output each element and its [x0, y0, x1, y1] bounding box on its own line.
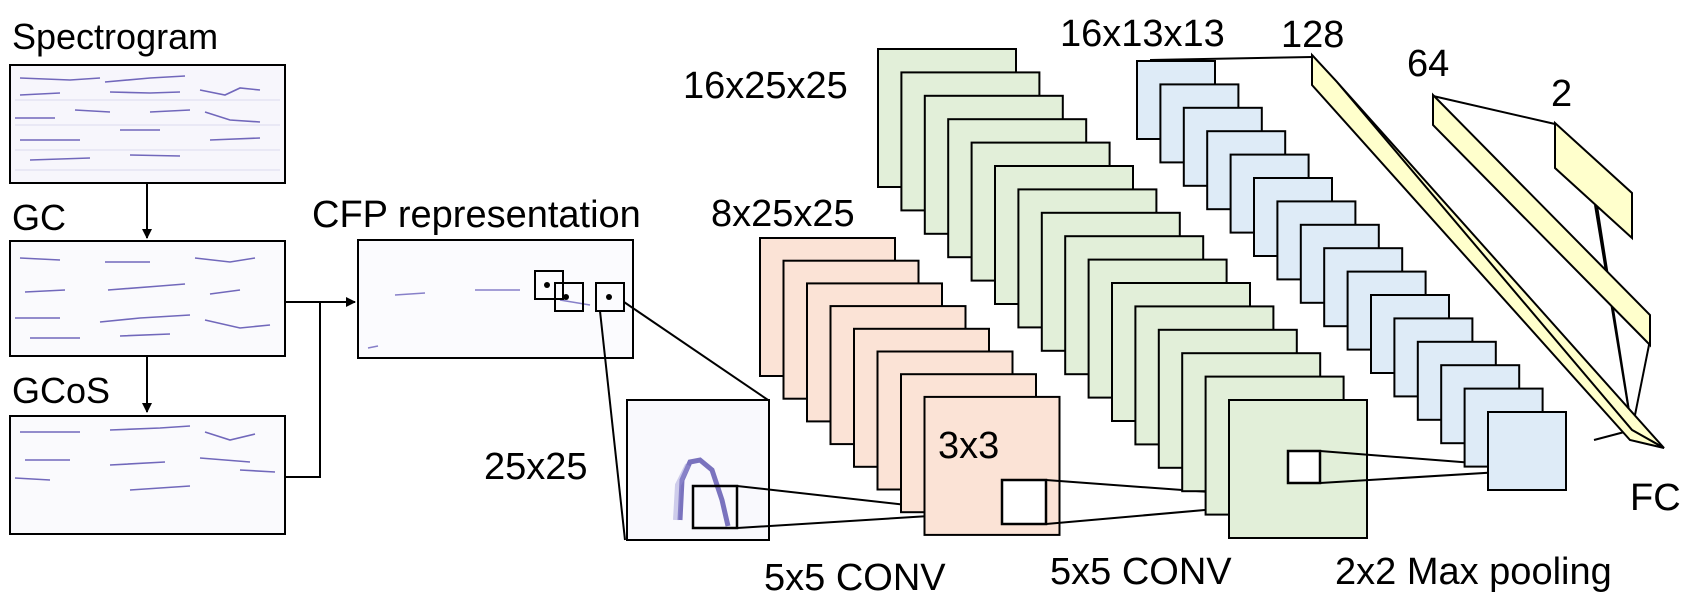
- fc-layer-2: [1554, 120, 1633, 241]
- spectrogram-image: [9, 64, 286, 184]
- conv1-shape-label: 8x25x25: [711, 193, 855, 235]
- gcos-label: GCoS: [12, 370, 110, 411]
- pool-feature-maps: [1136, 60, 1567, 491]
- gcos-image: [9, 415, 286, 535]
- pool-map-16: [1487, 411, 1567, 491]
- conv1-op-label: 5x5 CONV: [764, 557, 946, 598]
- conv1-feature-maps: [759, 237, 1061, 536]
- zoom-lines: [599, 301, 769, 541]
- conv2-op-label: 5x5 CONV: [1050, 551, 1232, 593]
- merge-connector: [285, 297, 356, 478]
- fc1-size-label: 128: [1281, 14, 1344, 56]
- kernel-label: 3x3: [938, 425, 999, 467]
- fc-label: FC: [1630, 477, 1681, 519]
- conv2-shape-label: 16x25x25: [683, 65, 848, 107]
- gc-label: GC: [12, 197, 66, 238]
- cfp-label: CFP representation: [312, 194, 641, 236]
- input-patch: [626, 399, 770, 541]
- cfp-patch-windows: [534, 270, 625, 312]
- patch-size-label: 25x25: [484, 446, 588, 488]
- fc3-size-label: 2: [1551, 73, 1572, 115]
- fc-layer-64: [1432, 92, 1651, 348]
- conv2-pool-window: [1286, 449, 1322, 485]
- conv1-kernel-window: [1000, 478, 1048, 526]
- pool-op-label: 2x2 Max pooling: [1335, 551, 1612, 593]
- cfp-image: [357, 239, 634, 359]
- conv2-feature-maps: [877, 48, 1368, 539]
- fc-layer-128: [1311, 52, 1665, 449]
- patch-center-dots: [544, 282, 612, 300]
- gc-image: [9, 240, 286, 357]
- fc2-size-label: 64: [1407, 43, 1449, 85]
- spectrogram-label: Spectrogram: [12, 16, 218, 57]
- pool-shape-label: 16x13x13: [1060, 13, 1225, 55]
